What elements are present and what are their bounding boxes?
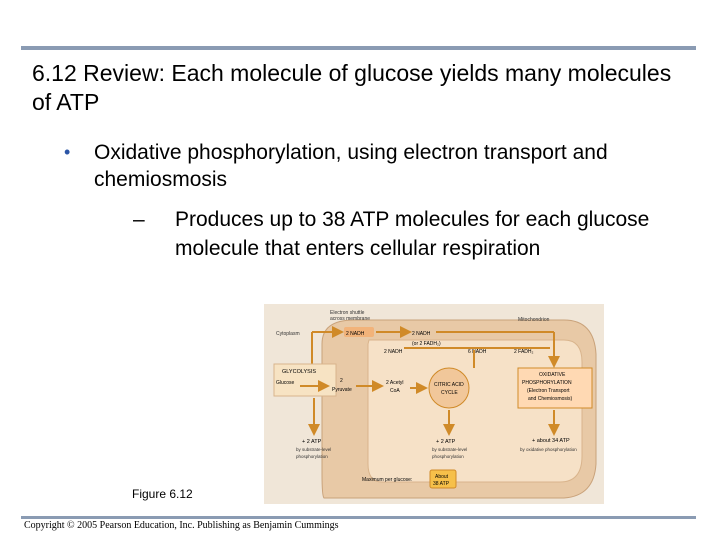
citric-acid-cycle-circle [429,368,469,408]
copyright-notice: Copyright © 2005 Pearson Education, Inc.… [24,520,339,531]
atp-krebs-label: + 2 ATP [436,439,456,445]
oxphos-label-4: and Chemiosmosis) [528,396,573,402]
atp-glycolysis-note-1: by substrate-level [296,447,331,452]
glucose-label: Glucose [276,380,295,386]
figure-caption: Figure 6.12 [132,487,193,501]
fadh2-krebs-label: 2 FADH₂ [514,349,534,355]
citric-acid-label-1: CITRIC ACID [434,382,464,388]
sub-bullet-dash: – [133,205,145,234]
pyruvate-count: 2 [340,378,343,384]
total-atp-label-1: About [435,474,449,480]
nadh-krebs-label: 6 NADH [468,349,487,355]
oxphos-label-1: OXIDATIVE [539,372,566,378]
pyruvate-label: Pyruvate [332,387,352,393]
bullet-text: Oxidative phosphorylation, using electro… [72,139,692,193]
acetyl-coa-label-2: CoA [390,388,400,394]
oxphos-label-2: PHOSPHORYLATION [522,380,572,386]
nadh-cytoplasm-label: 2 NADH [346,331,365,337]
sub-bullet-text: Produces up to 38 ATP molecules for each… [133,205,693,263]
atp-oxphos-label: + about 34 ATP [532,438,570,444]
sub-bullet-atp-yield: – Produces up to 38 ATP molecules for ea… [133,205,693,263]
atp-oxphos-note: by oxidative phosphorylation [520,447,577,452]
atp-glycolysis-label: + 2 ATP [302,439,322,445]
citric-acid-label-2: CYCLE [441,390,458,396]
bullet-oxidative-phosphorylation: • Oxidative phosphorylation, using elect… [72,139,692,193]
slide-title: 6.12 Review: Each molecule of glucose yi… [32,59,682,117]
nadh-pyruvate-label: 2 NADH [384,349,403,355]
oxphos-label-3: (Electron Transport [527,388,570,394]
atp-krebs-note-1: by substrate-level [432,447,467,452]
title-rule [21,46,696,50]
nadh-shuttled-label: 2 NADH [412,331,431,337]
acetyl-coa-label-1: 2 Acetyl [386,380,404,386]
atp-krebs-note-2: phosphorylation [432,454,464,459]
cytoplasm-label: Cytoplasm [276,331,300,337]
shuttle-label-line-2: across membrane [330,316,370,322]
or-fadh2-label: (or 2 FADH₂) [412,341,441,347]
mitochondrion-label: Mitochondrion [518,317,550,323]
bullet-dot-icon: • [64,139,70,166]
footer-rule [21,516,696,519]
glycolysis-label: GLYCOLYSIS [282,369,316,375]
cellular-respiration-diagram: Electron shuttle across membrane Mitocho… [264,304,604,504]
total-atp-label-2: 38 ATP [433,481,450,487]
max-per-glucose-label: Maximum per glucose: [362,477,412,483]
atp-glycolysis-note-2: phosphorylation [296,454,328,459]
